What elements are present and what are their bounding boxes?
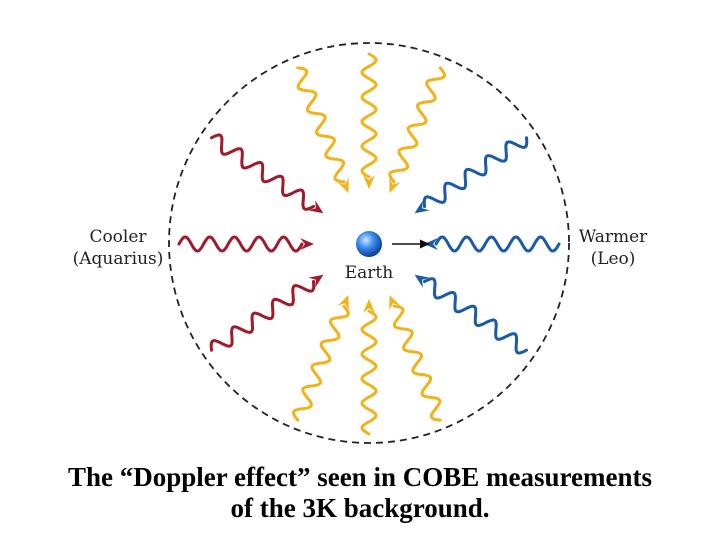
photon-left-arrow [177,235,314,253]
earth-motion-arrow [392,239,430,249]
photon-top-arrow [360,52,378,189]
photon-bottom-left-wave [291,304,350,422]
photon-top-left-arrow [296,66,349,193]
photon-left-wave [177,235,304,253]
sky-boundary-circle [168,42,570,444]
photon-lower-right-arrow [414,274,528,355]
photon-top-right-arrow [388,66,447,193]
photon-top-right-wave [388,66,447,184]
caption: The “Doppler effect” seen in COBE measur… [0,462,720,524]
photon-upper-right-arrow [414,136,529,214]
earth-icon [356,231,382,257]
photon-bottom-right-arrowhead [389,295,401,311]
photon-bottom-arrow [360,299,378,436]
cooler-sublabel: (Aquarius) [73,249,164,269]
photon-bottom-left-arrow [291,295,350,422]
photon-top-right-arrowhead [389,177,401,193]
photon-top-left-wave [296,66,346,184]
photon-bottom-left-arrowhead [337,295,349,311]
photon-lower-right-wave [423,277,528,355]
photon-left-arrowhead [300,238,314,250]
photon-bottom-right-arrow [389,295,442,422]
earth-label: Earth [345,263,394,283]
photon-top-arrowhead [363,175,375,189]
photon-lower-left-arrowhead [308,274,324,288]
warmer-sublabel: (Leo) [591,249,636,269]
caption-line-1: The “Doppler effect” seen in COBE measur… [68,462,652,492]
photon-upper-left-arrowhead [308,200,324,214]
photon-right-arrowhead [424,238,438,250]
photon-upper-right-wave [422,136,529,208]
photon-lower-left-arrow [209,274,324,352]
photon-upper-right-arrowhead [414,200,430,214]
photon-layer [177,52,561,436]
photon-bottom-right-wave [392,304,442,422]
cooler-label: Cooler [89,227,147,247]
photon-bottom-wave [360,309,378,436]
warmer-label: Warmer [579,227,648,247]
photon-upper-left-arrow [210,133,324,214]
photon-lower-right-arrowhead [414,274,430,288]
photon-upper-left-wave [210,133,315,211]
photon-right-arrow [424,235,561,253]
photon-top-left-arrowhead [337,177,349,193]
caption-line-2: of the 3K background. [230,493,490,523]
photon-bottom-arrowhead [363,299,375,313]
photon-top-wave [360,52,378,179]
photon-right-wave [434,235,561,253]
photon-lower-left-wave [209,280,316,352]
